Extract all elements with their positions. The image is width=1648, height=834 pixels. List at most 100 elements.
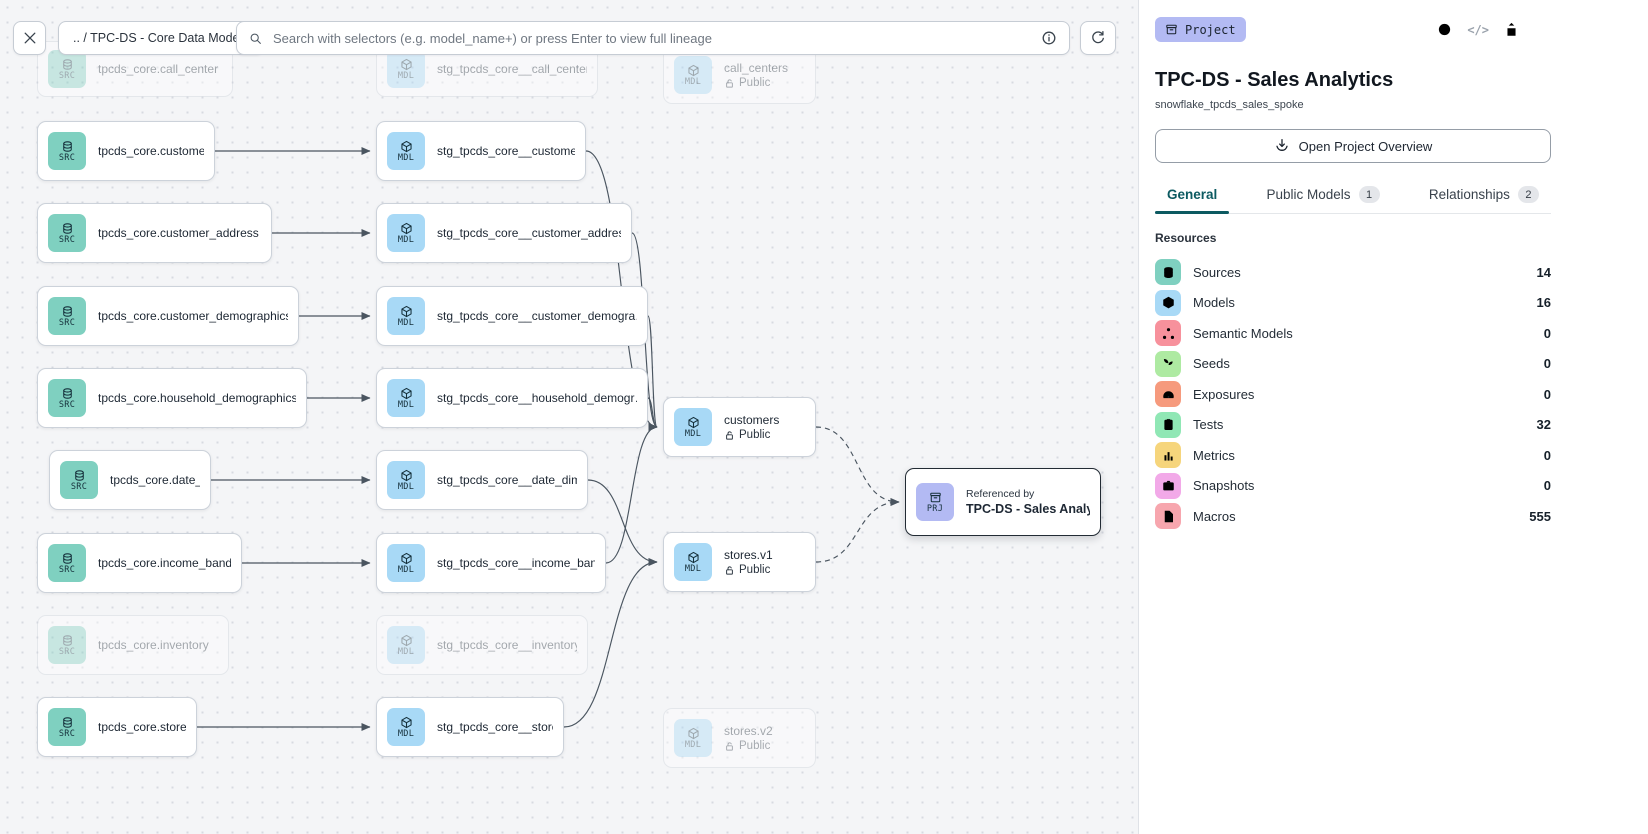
src-badge: SRC xyxy=(48,708,86,746)
lock-open-icon xyxy=(724,78,735,89)
src-badge: SRC xyxy=(48,214,86,252)
search-icon xyxy=(249,32,262,45)
tab-count-badge: 2 xyxy=(1517,186,1539,203)
edge-stg_income_band-to-pub_customers xyxy=(605,423,658,564)
src-badge: SRC xyxy=(48,50,86,88)
cube-icon xyxy=(687,64,700,77)
node-sup: Referenced by xyxy=(966,488,1035,500)
details-panel: Project </> TPC-DS - Sales Analytics sno… xyxy=(1139,0,1648,834)
close-lineage-button[interactable] xyxy=(13,21,46,55)
mdl-badge: MDL xyxy=(387,461,425,499)
node-stg_date_dim[interactable]: MDL stg_tpcds_core__date_dim xyxy=(376,450,588,510)
mdl-badge: MDL xyxy=(387,544,425,582)
tab-label: Relationships xyxy=(1428,187,1510,202)
lineage-toolbar: .. / TPC-DS - Core Data Models xyxy=(0,0,1138,70)
close-icon[interactable] xyxy=(1534,21,1551,38)
node-label: tpcds_core.customer_address xyxy=(98,226,259,240)
lock-open-icon xyxy=(724,430,735,441)
project-badge-label: Project xyxy=(1185,22,1236,37)
code-icon[interactable]: </> xyxy=(1467,22,1489,37)
tab-label: General xyxy=(1167,187,1218,202)
node-label: tpcds_core.date_dim xyxy=(110,473,200,487)
tab-relationships[interactable]: Relationships 2 xyxy=(1417,186,1551,213)
mdl-badge: MDL xyxy=(674,719,712,757)
lock-open-icon xyxy=(724,741,735,752)
project-subtitle: snowflake_tpcds_sales_spoke xyxy=(1155,99,1304,111)
cube-icon xyxy=(400,716,413,729)
node-label: stg_tpcds_core__date_dim xyxy=(437,473,577,487)
cube-icon xyxy=(400,634,413,647)
database-icon xyxy=(61,387,74,400)
tab-general[interactable]: General xyxy=(1155,186,1230,214)
cube-icon xyxy=(687,727,700,740)
database-icon xyxy=(61,552,74,565)
node-label: tpcds_core.household_demographics xyxy=(98,391,296,405)
node-label: stg_tpcds_core__store xyxy=(437,720,553,734)
node-access: Public xyxy=(724,564,773,576)
resource-count: 0 xyxy=(1543,325,1551,341)
node-src_customer_address[interactable]: SRC tpcds_core.customer_address xyxy=(37,203,272,263)
cube-icon xyxy=(400,305,413,318)
mdl-badge: MDL xyxy=(387,379,425,417)
mdl-badge: MDL xyxy=(387,50,425,88)
resource-count: 0 xyxy=(1543,356,1551,372)
edge-stg_store-to-pub_stores_v1 xyxy=(563,558,658,728)
share-icon[interactable] xyxy=(1503,21,1520,38)
cube-icon xyxy=(687,416,700,429)
project-icon xyxy=(1165,23,1178,36)
database-icon xyxy=(61,222,74,235)
resource-count: 0 xyxy=(1543,478,1551,494)
node-label: stg_tpcds_core__call_center xyxy=(437,62,587,76)
node-label: stg_tpcds_core__customer xyxy=(437,144,575,158)
compass-icon[interactable] xyxy=(1436,21,1453,38)
resource-label: Seeds xyxy=(1193,356,1230,372)
info-icon[interactable] xyxy=(1041,30,1057,46)
database-icon xyxy=(73,469,86,482)
seed-icon xyxy=(1155,350,1181,377)
resource-label: Sources xyxy=(1193,264,1241,280)
resource-label: Exposures xyxy=(1193,386,1255,402)
resource-row-macros[interactable]: Macros 555 xyxy=(1155,501,1551,532)
database-icon xyxy=(61,140,74,153)
test-icon xyxy=(1155,411,1181,438)
src-badge: SRC xyxy=(48,544,86,582)
refresh-icon xyxy=(1090,30,1106,46)
resource-label: Macros xyxy=(1193,508,1236,524)
resource-count: 555 xyxy=(1529,508,1551,524)
refresh-button[interactable] xyxy=(1080,21,1116,55)
resource-row-seeds[interactable]: Seeds 0 xyxy=(1155,349,1551,380)
search-input[interactable] xyxy=(271,29,1032,47)
breadcrumb[interactable]: .. / TPC-DS - Core Data Models xyxy=(58,21,264,55)
open-project-overview-button[interactable]: Open Project Overview xyxy=(1155,129,1551,163)
